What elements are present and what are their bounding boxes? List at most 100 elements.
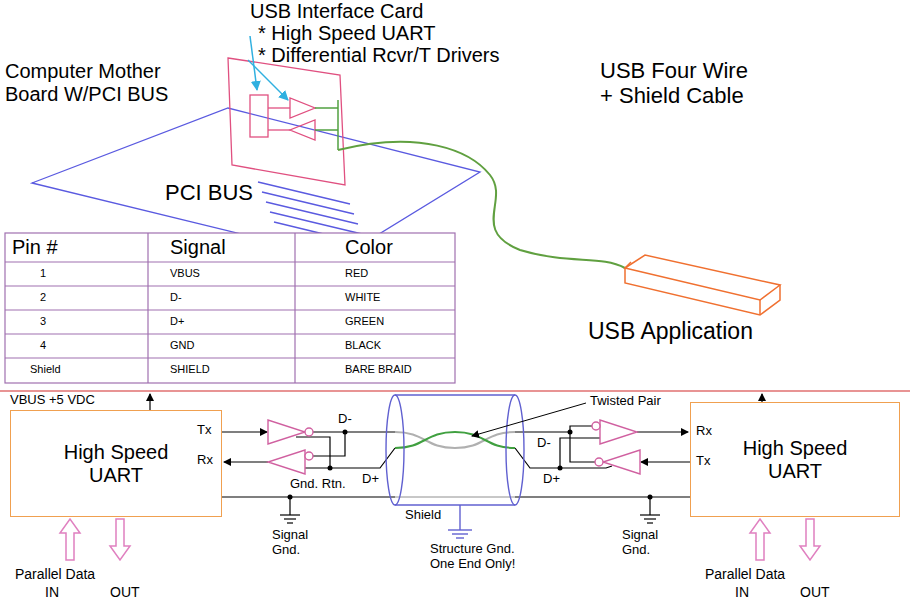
data-arrow — [750, 519, 770, 560]
callout-item: * High Speed UART — [258, 22, 436, 45]
table-cell: 2 — [40, 291, 46, 304]
data-arrow — [800, 519, 820, 560]
line-driver — [305, 428, 313, 436]
wire — [515, 496, 690, 497]
box-title: High Speed UART — [730, 437, 860, 483]
signal-name: D+ — [543, 472, 560, 487]
vbus-rail — [0, 390, 910, 392]
junction-dot — [558, 466, 563, 471]
table-cell: WHITE — [345, 291, 380, 304]
table-cell: D+ — [170, 315, 184, 328]
cable-shield — [456, 537, 464, 538]
data-label: OUT — [800, 584, 830, 600]
usb-device — [625, 255, 780, 315]
cable-shield — [386, 395, 524, 538]
ground-symbol — [644, 518, 656, 519]
table-cell: D- — [170, 291, 182, 304]
pin-table — [5, 333, 455, 334]
wire — [305, 448, 395, 468]
cable-shield — [506, 395, 524, 505]
data-label: Parallel Data — [15, 566, 95, 582]
shield-label: Shield — [405, 508, 441, 523]
twisted-pair — [395, 432, 515, 448]
board-label: Computer Mother Board W/PCI BUS — [5, 60, 185, 106]
table-cell: Shield — [30, 363, 61, 376]
card-connector — [337, 100, 339, 150]
line-driver — [268, 420, 640, 474]
signal-name: D- — [537, 436, 551, 451]
usb-cable — [338, 142, 625, 268]
callout-item: * Differential Rcvr/T Drivers — [258, 44, 500, 67]
pin-table — [294, 233, 295, 383]
cable-label: USB Four Wire + Shield Cable — [600, 58, 755, 109]
rail-label: VBUS +5 VDC — [10, 393, 95, 408]
data-arrow — [60, 519, 80, 560]
pin-table — [5, 285, 455, 286]
wire — [313, 432, 345, 456]
uart-box: High Speed UART — [690, 402, 900, 517]
bus-label: PCI BUS — [165, 180, 253, 205]
table-cell: VBUS — [170, 267, 200, 280]
interface-card — [250, 95, 268, 137]
pin-label: Tx — [197, 423, 211, 438]
line-driver — [592, 422, 600, 430]
card-connector — [315, 107, 338, 109]
rail-arrow — [149, 394, 150, 410]
cable-shield — [395, 394, 515, 395]
interface-card — [290, 98, 315, 118]
wire-label: Gnd. Rtn. — [290, 477, 346, 492]
data-arrow — [110, 519, 130, 560]
usb-device — [625, 268, 780, 315]
cable-shield — [395, 504, 515, 505]
cable-shield — [386, 395, 404, 505]
table-cell: 4 — [40, 339, 46, 352]
table-header: Signal — [170, 236, 226, 259]
wire — [222, 426, 690, 515]
wire — [560, 466, 612, 468]
usb-device — [625, 262, 631, 268]
interface-card — [228, 58, 345, 185]
motherboard — [262, 192, 354, 214]
pin-table — [5, 357, 455, 358]
wire — [515, 448, 560, 468]
motherboard — [258, 182, 350, 204]
pin-label: Rx — [197, 453, 213, 468]
junction-dot — [568, 430, 573, 435]
pin-label: Tx — [696, 454, 710, 469]
twisted-pair — [395, 432, 515, 497]
leader-line — [472, 403, 586, 436]
ground-label: Signal Gnd. — [622, 528, 667, 558]
interface-card — [268, 129, 290, 130]
usb-device — [625, 255, 780, 300]
wire — [570, 426, 592, 432]
data-label: IN — [735, 584, 749, 600]
junction-dot — [288, 430, 653, 500]
twisted-pair — [395, 497, 515, 498]
data-label: OUT — [110, 584, 140, 600]
junction-dot — [328, 466, 333, 471]
usb-cable — [338, 142, 625, 268]
wire — [641, 461, 690, 462]
wire — [222, 496, 395, 497]
table-cell: SHIELD — [170, 363, 210, 376]
pin-table — [5, 233, 455, 383]
device-label: USB Application — [588, 318, 753, 344]
line-driver — [305, 452, 313, 460]
cable-shield — [459, 505, 460, 530]
pin-table — [5, 233, 455, 383]
leader-line — [472, 403, 586, 436]
pin-table — [5, 309, 455, 310]
ground-symbol — [280, 514, 300, 515]
data-label: Parallel Data — [705, 566, 785, 582]
wire — [222, 431, 267, 432]
uart-box: High Speed UART — [10, 410, 222, 517]
signal-name: D+ — [362, 472, 379, 487]
table-cell: BLACK — [345, 339, 381, 352]
table-cell: RED — [345, 267, 368, 280]
card-connector — [315, 129, 338, 131]
junction-dot — [288, 495, 293, 500]
wire — [289, 497, 290, 515]
interface-card — [290, 120, 315, 140]
ground-symbol — [280, 515, 660, 523]
table-cell: GND — [170, 339, 194, 352]
